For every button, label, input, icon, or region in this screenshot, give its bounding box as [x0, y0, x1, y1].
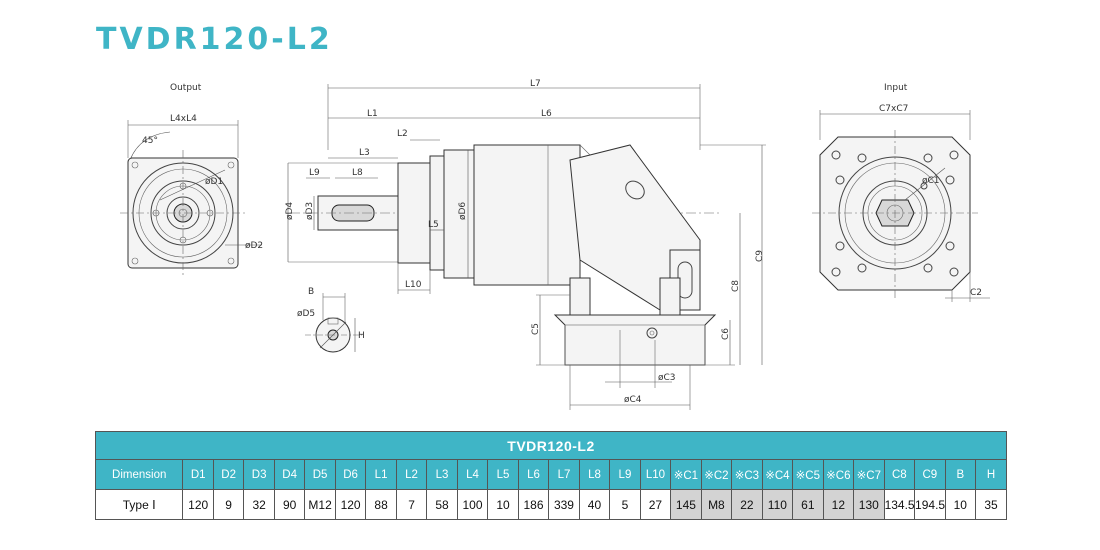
table-cell: 22 — [731, 489, 763, 520]
input-view-label: Input — [884, 83, 908, 93]
column-header: D3 — [243, 459, 275, 490]
column-header: L4 — [456, 459, 489, 490]
dim-label-l7: L7 — [530, 79, 541, 89]
table-cell: 130 — [853, 489, 885, 520]
column-header: ※C5 — [792, 459, 824, 490]
dim-label-angle45: 45° — [142, 136, 158, 146]
dim-label-d5: øD5 — [297, 309, 315, 319]
dim-label-b: B — [308, 287, 314, 297]
column-header: ※C3 — [731, 459, 763, 490]
table-cell: 61 — [792, 489, 824, 520]
page-title: TVDR120-L2 — [96, 22, 333, 57]
dim-label-c1: øC1 — [922, 176, 940, 186]
dim-label-c2: C2 — [970, 288, 982, 298]
column-header: L5 — [487, 459, 519, 490]
spec-table-title-row: TVDR120-L2 — [95, 431, 1007, 460]
column-header: L10 — [639, 459, 672, 490]
table-cell: 110 — [761, 489, 794, 520]
dim-label-c5: C5 — [531, 323, 541, 335]
column-header: D5 — [304, 459, 336, 490]
column-header: ※C1 — [670, 459, 702, 490]
column-header: C8 — [883, 459, 916, 490]
table-cell: 12 — [822, 489, 855, 520]
input-view: Input C7xC7 øC1 C2 — [812, 83, 990, 302]
dim-label-l2: L2 — [397, 129, 408, 139]
row-label: Type Ⅰ — [94, 489, 184, 520]
technical-drawing: Output L4xL4 45° øD1 øD2 — [120, 79, 990, 410]
output-view: Output L4xL4 45° øD1 øD2 — [120, 83, 263, 276]
side-view: L7 L1 L6 L2 L3 L9 L8 øD4 øD3 — [285, 79, 766, 410]
table-cell: 35 — [975, 489, 1007, 520]
dim-label-l9: L9 — [309, 168, 320, 178]
column-header: D4 — [273, 459, 306, 490]
table-cell: 9 — [212, 489, 245, 520]
dim-label-l8: L8 — [352, 168, 363, 178]
column-header: ※C6 — [822, 459, 855, 490]
column-header: L1 — [365, 459, 397, 490]
column-header: L7 — [548, 459, 580, 490]
table-cell: 7 — [395, 489, 428, 520]
dim-label-d6: øD6 — [458, 202, 468, 220]
table-cell: M12 — [304, 489, 336, 520]
column-header: D2 — [212, 459, 245, 490]
table-cell: 100 — [456, 489, 489, 520]
column-header: L9 — [609, 459, 641, 490]
column-header: L2 — [395, 459, 428, 490]
dim-label-d2: øD2 — [245, 241, 263, 251]
dim-label-l4xl4: L4xL4 — [170, 114, 197, 124]
table-cell: 194.5 — [914, 489, 946, 520]
table-cell: 10 — [944, 489, 977, 520]
dim-label-d1: øD1 — [205, 177, 223, 187]
column-header: C9 — [914, 459, 946, 490]
table-cell: 32 — [243, 489, 275, 520]
table-cell: 134.5 — [883, 489, 916, 520]
table-cell: 58 — [426, 489, 458, 520]
shaft-detail-view: B øD5 H — [297, 287, 365, 353]
table-cell: 10 — [487, 489, 519, 520]
dim-label-c9: C9 — [755, 250, 765, 262]
dim-label-c7xc7: C7xC7 — [879, 104, 908, 114]
output-view-label: Output — [170, 83, 202, 93]
dim-label-c4: øC4 — [624, 395, 642, 405]
dim-label-l1: L1 — [367, 109, 378, 119]
column-header: ※C2 — [700, 459, 733, 490]
dim-label-c3: øC3 — [658, 373, 676, 383]
dim-label-c6: C6 — [721, 328, 731, 340]
dim-label-l10: L10 — [405, 280, 422, 290]
table-cell: M8 — [700, 489, 733, 520]
dim-label-d4: øD4 — [285, 202, 295, 220]
table-cell: 145 — [670, 489, 702, 520]
column-header: H — [975, 459, 1007, 490]
dim-label-d3: øD3 — [305, 202, 315, 220]
table-cell: 90 — [273, 489, 306, 520]
column-header: D6 — [334, 459, 367, 490]
table-cell: 120 — [334, 489, 367, 520]
column-header: ※C7 — [853, 459, 885, 490]
dim-label-l3: L3 — [359, 148, 370, 158]
table-cell: 5 — [609, 489, 641, 520]
dim-label-l5: L5 — [428, 220, 439, 230]
dim-label-c8: C8 — [731, 280, 741, 292]
table-cell: 339 — [548, 489, 580, 520]
column-header: ※C4 — [761, 459, 794, 490]
column-header: D1 — [182, 459, 214, 490]
table-cell: 186 — [517, 489, 550, 520]
table-cell: 88 — [365, 489, 397, 520]
column-header: L6 — [517, 459, 550, 490]
column-header: Dimension — [94, 459, 184, 490]
table-cell: 40 — [578, 489, 611, 520]
column-header: L3 — [426, 459, 458, 490]
table-cell: 120 — [182, 489, 214, 520]
dim-label-l6: L6 — [541, 109, 552, 119]
table-cell: 27 — [639, 489, 672, 520]
spec-table-title: TVDR120-L2 — [95, 431, 1007, 460]
dim-label-h: H — [358, 331, 365, 341]
column-header: L8 — [578, 459, 611, 490]
column-header: B — [944, 459, 977, 490]
